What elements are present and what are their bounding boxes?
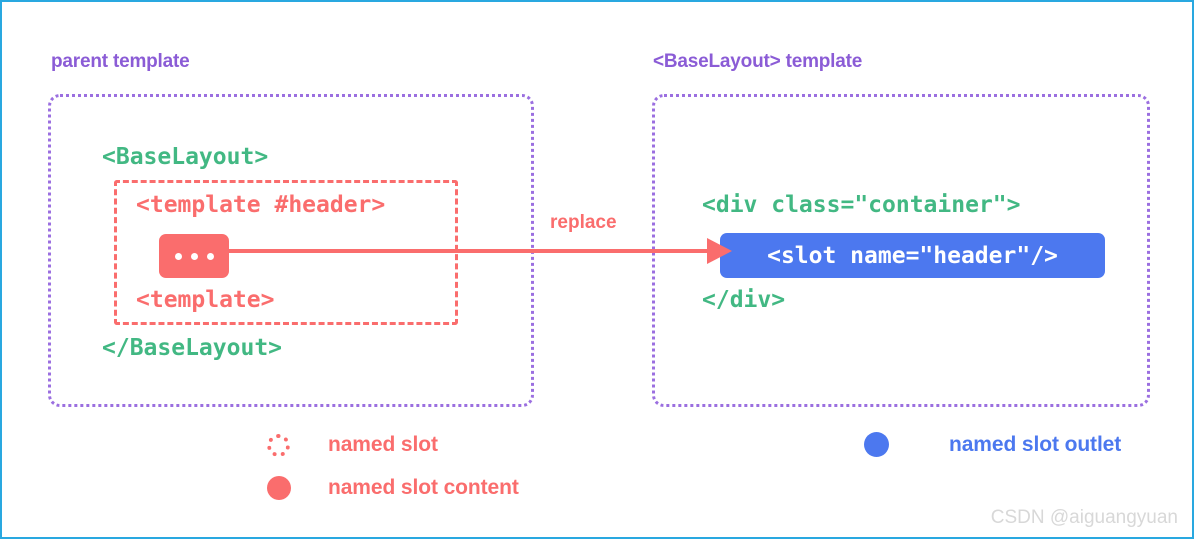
code-div-close-tag: </div> (702, 287, 786, 313)
code-baselayout-open-tag: <BaseLayout> (102, 144, 269, 170)
replace-arrow-icon (222, 238, 732, 264)
legend-item-named-slot-outlet: named slot outlet (864, 432, 1121, 457)
code-template-header-open-tag: <template #header> (136, 192, 386, 218)
baselayout-template-caption: <BaseLayout> template (653, 51, 863, 72)
ellipsis-dot-icon (174, 252, 182, 260)
code-slot-outlet-tag: <slot name="header"/> (767, 242, 1058, 269)
code-baselayout-close-tag: </BaseLayout> (102, 335, 283, 361)
legend-label-named-slot-outlet: named slot outlet (949, 432, 1122, 456)
legend-label-named-slot-content: named slot content (328, 476, 519, 499)
replace-arrow-label: replace (550, 212, 617, 233)
code-div-open-tag: <div class="container"> (702, 192, 1021, 218)
legend-item-named-slot-content: named slot content (267, 476, 519, 500)
legend-label-named-slot: named slot (328, 433, 438, 456)
parent-template-caption: parent template (51, 51, 190, 72)
named-slot-content-chip (159, 234, 229, 278)
dotted-ring-icon (267, 433, 290, 457)
ellipsis-dot-icon (190, 252, 198, 260)
named-slot-outlet-chip: <slot name="header"/> (720, 233, 1105, 278)
legend-item-named-slot: named slot (267, 433, 438, 457)
filled-circle-icon (267, 476, 291, 500)
ellipsis-dot-icon (206, 252, 214, 260)
filled-circle-icon (864, 432, 889, 457)
code-template-close-tag: <template> (136, 287, 275, 313)
watermark-text: CSDN @aiguangyuan (990, 507, 1178, 528)
